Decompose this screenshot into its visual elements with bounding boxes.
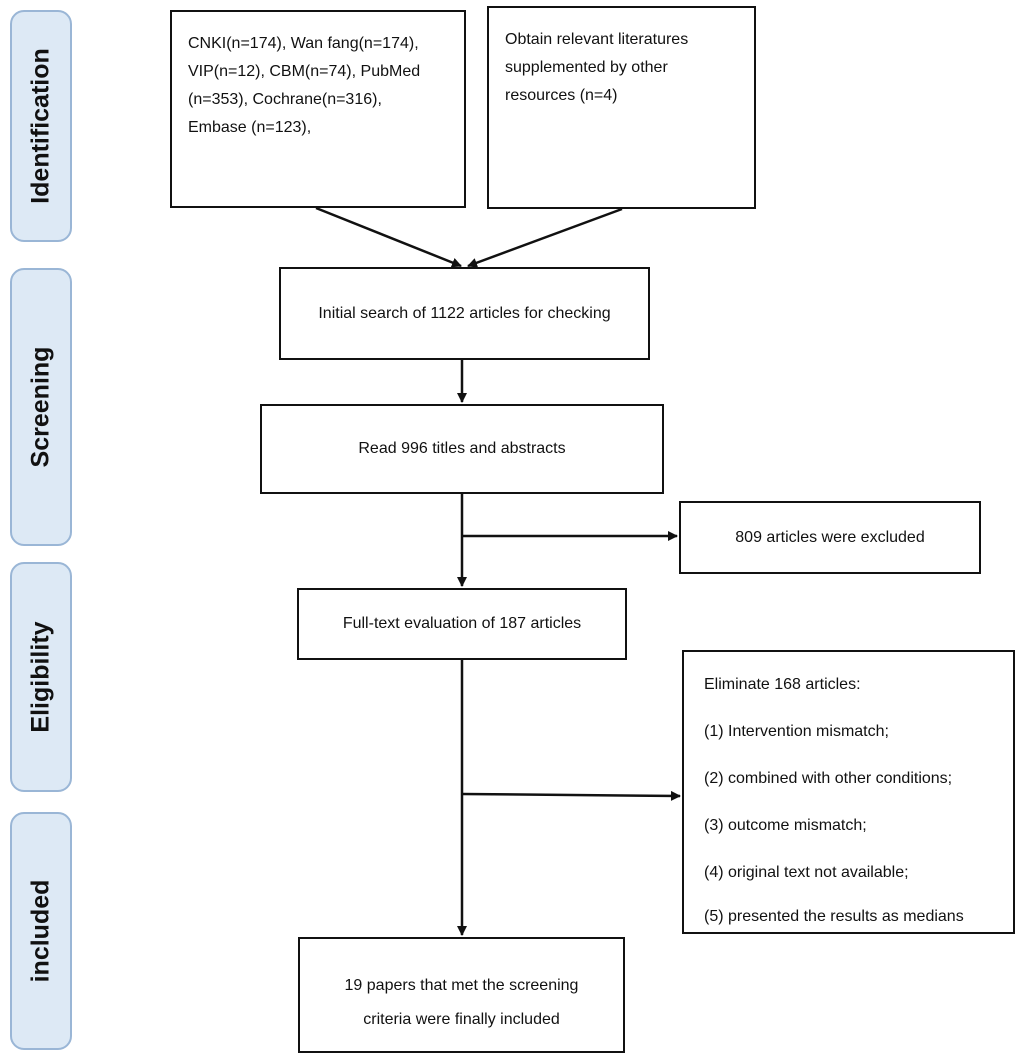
arrow-databases-to-initial	[315, 206, 462, 268]
databases-box: CNKI(n=174), Wan fang(n=174), VIP(n=12),…	[170, 10, 466, 208]
other-resources-line-1: Obtain relevant literatures	[505, 31, 689, 48]
databases-line-1: CNKI(n=174), Wan fang(n=174),	[188, 35, 419, 52]
eliminate-item-4: (4) original text not available;	[704, 864, 909, 881]
stage-included: included	[10, 812, 72, 1050]
databases-line-3: (n=353), Cochrane(n=316),	[188, 91, 382, 108]
databases-line-2: VIP(n=12), CBM(n=74), PubMed	[188, 63, 421, 80]
other-resources-line-3: resources (n=4)	[505, 87, 618, 104]
eliminate-heading: Eliminate 168 articles:	[704, 676, 861, 693]
stage-eligibility: Eligibility	[10, 562, 72, 792]
stage-screening: Screening	[10, 268, 72, 546]
eliminate-item-1: (1) Intervention mismatch;	[704, 723, 889, 740]
included-line-1: 19 papers that met the screening	[344, 977, 579, 994]
eliminate-item-2: (2) combined with other conditions;	[704, 770, 953, 787]
included-box: 19 papers that met the screening criteri…	[298, 937, 625, 1053]
other-resources-line-2: supplemented by other	[505, 59, 668, 76]
read-titles-box: Read 996 titles and abstracts	[260, 404, 664, 494]
eliminate-box: Eliminate 168 articles: (1) Intervention…	[682, 650, 1015, 934]
arrow-to-eliminate	[461, 790, 681, 801]
initial-search-box: Initial search of 1122 articles for chec…	[279, 267, 650, 360]
stage-identification: Identification	[10, 10, 72, 242]
full-text-box: Full-text evaluation of 187 articles	[297, 588, 627, 660]
included-line-2: criteria were finally included	[363, 1011, 560, 1028]
eliminate-item-5: (5) presented the results as medians	[704, 908, 964, 925]
full-text-text: Full-text evaluation of 187 articles	[342, 615, 582, 632]
other-resources-box: Obtain relevant literatures supplemented…	[487, 6, 756, 209]
databases-line-4: Embase (n=123),	[188, 119, 312, 136]
arrow-resources-to-initial	[467, 207, 623, 268]
read-titles-text: Read 996 titles and abstracts	[358, 440, 566, 457]
eliminate-item-3: (3) outcome mismatch;	[704, 817, 867, 834]
excluded-text: 809 articles were excluded	[735, 528, 925, 546]
excluded-box: 809 articles were excluded	[679, 501, 981, 574]
initial-search-text: Initial search of 1122 articles for chec…	[318, 304, 611, 322]
